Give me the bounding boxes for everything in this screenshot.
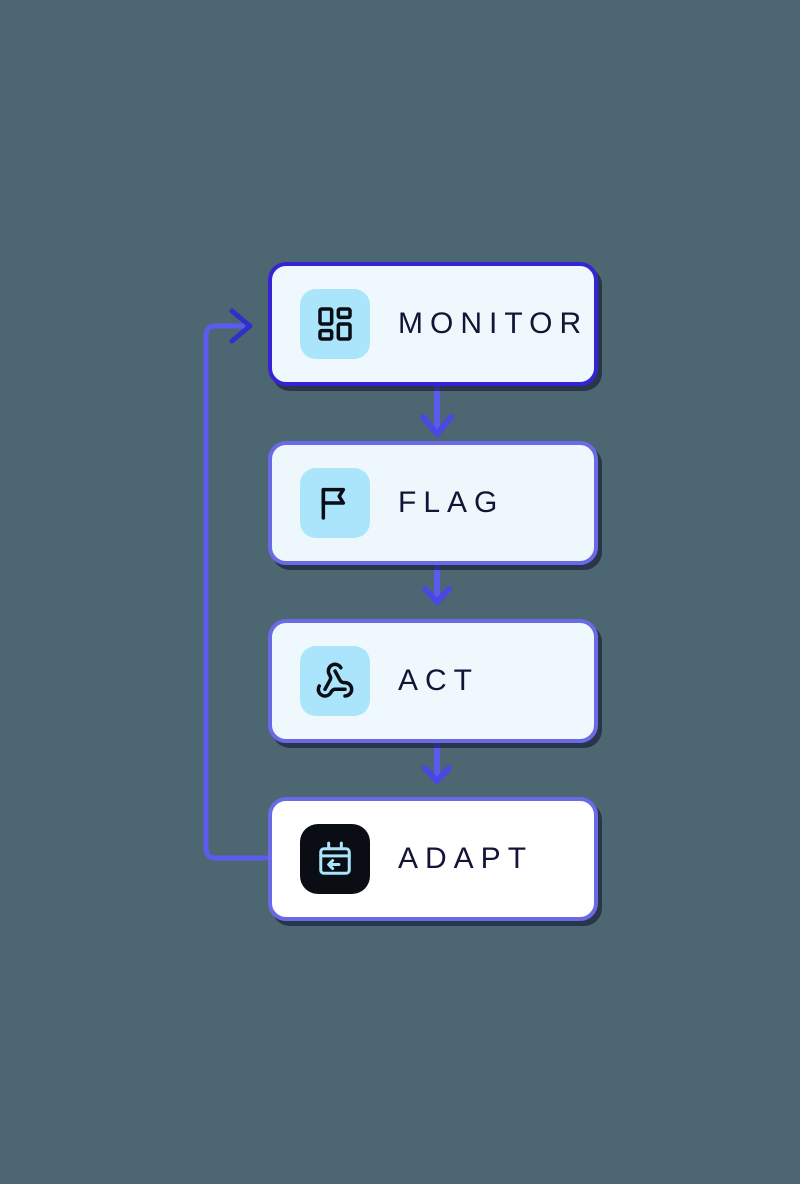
connector-monitor-to-flag [420, 383, 454, 437]
connector-adapt-to-monitor [203, 308, 271, 861]
step-monitor[interactable]: MONITOR [268, 262, 598, 386]
step-label-adapt: ADAPT [398, 842, 534, 875]
webhook-icon [316, 662, 354, 698]
step-adapt[interactable]: ADAPT [268, 797, 598, 921]
webhook-icon-tile [300, 646, 370, 716]
layout-dashboard-icon-tile [300, 289, 370, 359]
calendar-arrow-left-icon-tile [300, 824, 370, 894]
connector-act-to-adapt [422, 740, 452, 784]
flag-icon [321, 487, 346, 520]
connector-flag-to-act [422, 562, 452, 605]
layout-dashboard-icon [318, 307, 352, 341]
step-label-monitor: MONITOR [398, 307, 589, 340]
step-label-flag: FLAG [398, 486, 505, 519]
step-act[interactable]: ACT [268, 619, 598, 743]
flag-icon-tile [300, 468, 370, 538]
step-flag[interactable]: FLAG [268, 441, 598, 565]
calendar-arrow-left-icon [319, 841, 351, 875]
step-label-act: ACT [398, 664, 479, 697]
